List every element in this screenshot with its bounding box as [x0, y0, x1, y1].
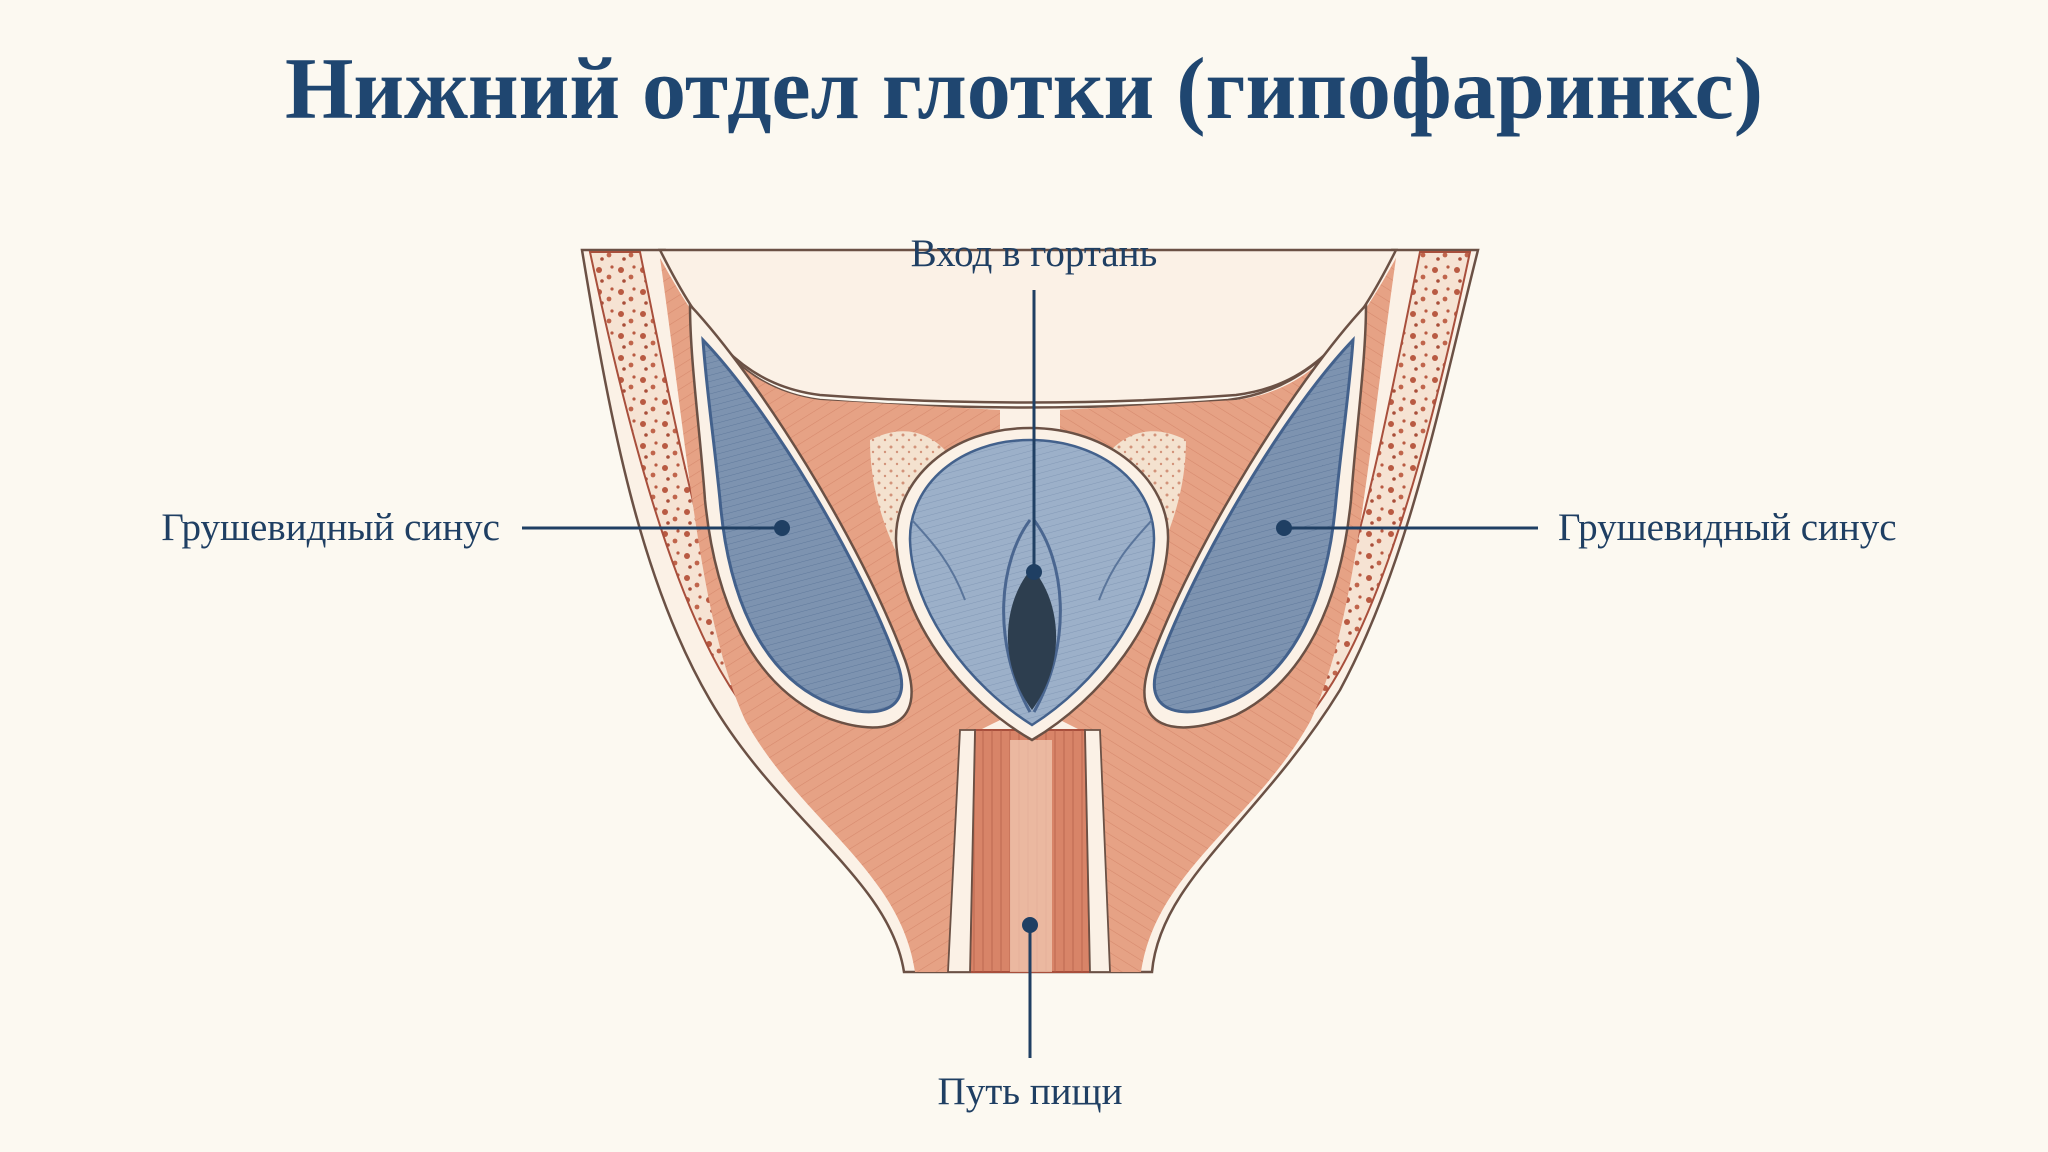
glottis	[1007, 568, 1057, 710]
marker-food-path	[1022, 917, 1038, 933]
marker-left-sinus	[774, 520, 790, 536]
marker-right-sinus	[1276, 520, 1292, 536]
marker-larynx	[1026, 564, 1042, 580]
esophagus-mucosa-left	[947, 729, 976, 973]
label-left-sinus: Грушевидный синус	[161, 506, 500, 549]
right-fold	[1098, 519, 1153, 601]
label-food-path: Путь пищи	[938, 1070, 1123, 1113]
vocal-fold-right	[1032, 519, 1062, 713]
label-right-sinus: Грушевидный синус	[1558, 506, 1897, 549]
label-larynx-entrance: Вход в гортань	[911, 232, 1158, 275]
right-sinus-texture	[1154, 340, 1353, 712]
left-fold	[911, 519, 966, 601]
diagram-title: Нижний отдел глотки (гипофаринкс)	[285, 41, 1763, 138]
esophagus-lumen	[1010, 740, 1052, 972]
esophagus-mucosa-right	[1084, 729, 1111, 973]
left-sinus-texture	[703, 340, 902, 712]
vocal-fold-left	[1002, 519, 1032, 713]
